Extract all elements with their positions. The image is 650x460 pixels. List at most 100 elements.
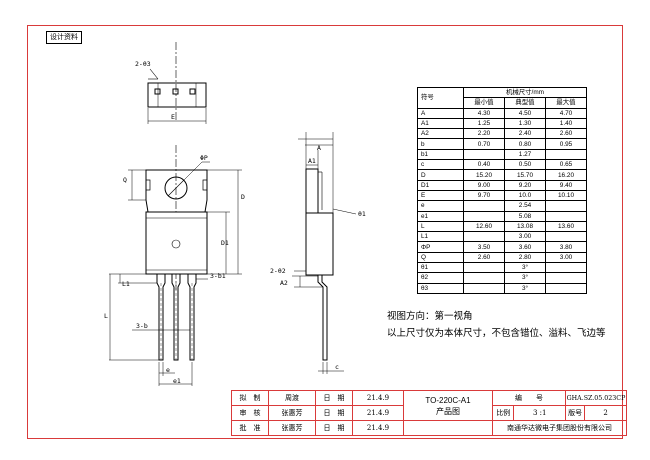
dimension-value: 0.95 (545, 138, 587, 150)
label-L: L (104, 312, 108, 320)
dimension-value: 3° (504, 272, 546, 284)
dimension-value (463, 272, 505, 284)
dimension-symbol: E (417, 189, 464, 202)
dimension-value: 1.40 (545, 117, 587, 130)
approve-label: 批 准 (231, 420, 269, 436)
label-top-theta: 2-θ3 (135, 60, 151, 68)
dimension-symbol: c (417, 159, 464, 171)
date-label-2: 日 期 (315, 405, 353, 421)
dimension-value (463, 210, 505, 222)
dimension-value: 3.80 (545, 241, 587, 253)
dimension-value: 4.50 (504, 107, 546, 119)
dimension-symbol: e1 (417, 210, 464, 222)
version-label: 版号 (564, 405, 586, 421)
label-L1: L1 (122, 280, 130, 288)
dimension-note: 以上尺寸仅为本体尺寸，不包含错位、溢料、飞边等 (387, 328, 606, 339)
dimension-value: 10.0 (504, 189, 546, 202)
dimension-value (463, 148, 505, 161)
dimension-value: 15.70 (504, 169, 546, 181)
dimension-value: 9.20 (504, 179, 546, 191)
doc-tag: 设计资料 (46, 31, 82, 44)
dimension-row: θ3 3° (417, 282, 587, 294)
label-e1: e1 (173, 377, 181, 385)
dimension-value: 2.40 (504, 128, 546, 140)
front-view (109, 145, 242, 386)
blank-cell (403, 420, 493, 436)
label-theta2: 2-θ2 (270, 267, 286, 275)
label-D1: D1 (221, 239, 229, 247)
label-Q: Q (123, 176, 127, 184)
dimension-value: 4.30 (463, 107, 505, 119)
dimension-value: 1.30 (504, 117, 546, 130)
dimension-value: 2.60 (545, 128, 587, 140)
dimension-value: 9.40 (545, 179, 587, 191)
side-view (292, 132, 357, 374)
dimension-value (545, 262, 587, 274)
product-cell: TO-220C-A1 产品图 (403, 390, 493, 421)
label-b1: 3-b1 (210, 272, 226, 280)
dimension-value: 3° (504, 282, 546, 294)
code-value: GHA.SZ.05.023CP (565, 390, 627, 406)
label-A2: A2 (280, 279, 288, 287)
label-c: c (335, 363, 339, 371)
dimension-value: 3.00 (504, 231, 546, 243)
dimension-value: 16.20 (545, 169, 587, 181)
label-e: e (166, 366, 170, 374)
dimension-value: 3.50 (463, 241, 505, 253)
draw-name: 周渡 (268, 390, 316, 406)
dimension-row: L1 3.00 (417, 231, 587, 243)
dimension-value: 10.10 (545, 189, 587, 202)
dimension-symbol: θ1 (417, 262, 464, 274)
label-D: D (241, 193, 245, 201)
dimension-row: θ1 3° (417, 262, 587, 274)
dimension-value (545, 148, 587, 161)
version-value: 2 (584, 405, 627, 421)
header-group: 机械尺寸/mm (463, 86, 587, 99)
dimension-symbol: θ3 (417, 282, 464, 294)
dimension-symbol: b1 (417, 148, 464, 161)
approve-name: 张惠芳 (268, 420, 316, 436)
dimension-value: 2.80 (504, 251, 546, 264)
dimension-symbol: D1 (417, 179, 464, 191)
dimension-symbol: θ2 (417, 272, 464, 284)
dimension-value: 3.00 (545, 251, 587, 264)
dimension-value: 1.27 (504, 148, 546, 161)
title-block: 拟 制 周渡 日 期 21.4.9 TO-220C-A1 产品图 编 号 GHA… (231, 390, 627, 436)
label-theta1: θ1 (358, 210, 366, 218)
drawing-frame (27, 25, 623, 439)
header-max: 最大值 (545, 97, 587, 109)
dimension-symbol: D (417, 169, 464, 181)
dimension-value: 0.65 (545, 159, 587, 171)
label-phiP: ΦP (200, 154, 208, 162)
dimension-value: 4.70 (545, 107, 587, 119)
dimension-value (463, 231, 505, 243)
dimension-value: 15.20 (463, 169, 505, 181)
dimension-value (545, 282, 587, 294)
dimension-value (545, 210, 587, 222)
dimension-row: b1 1.27 (417, 148, 587, 161)
dimension-value (545, 231, 587, 243)
date-label-3: 日 期 (315, 420, 353, 436)
dimension-value: 2.60 (463, 251, 505, 264)
dimension-value: 1.25 (463, 117, 505, 130)
dimension-symbol: L1 (417, 231, 464, 243)
dimension-value: 3.60 (504, 241, 546, 253)
dimension-value (545, 272, 587, 284)
dimension-symbol: A1 (417, 117, 464, 130)
dimension-value: 0.40 (463, 159, 505, 171)
dimension-value: 0.70 (463, 138, 505, 150)
label-A: A (317, 144, 321, 152)
dimension-value (463, 262, 505, 274)
top-view (147, 42, 207, 124)
dimension-value: 3° (504, 262, 546, 274)
dimension-symbol: e (417, 200, 464, 212)
